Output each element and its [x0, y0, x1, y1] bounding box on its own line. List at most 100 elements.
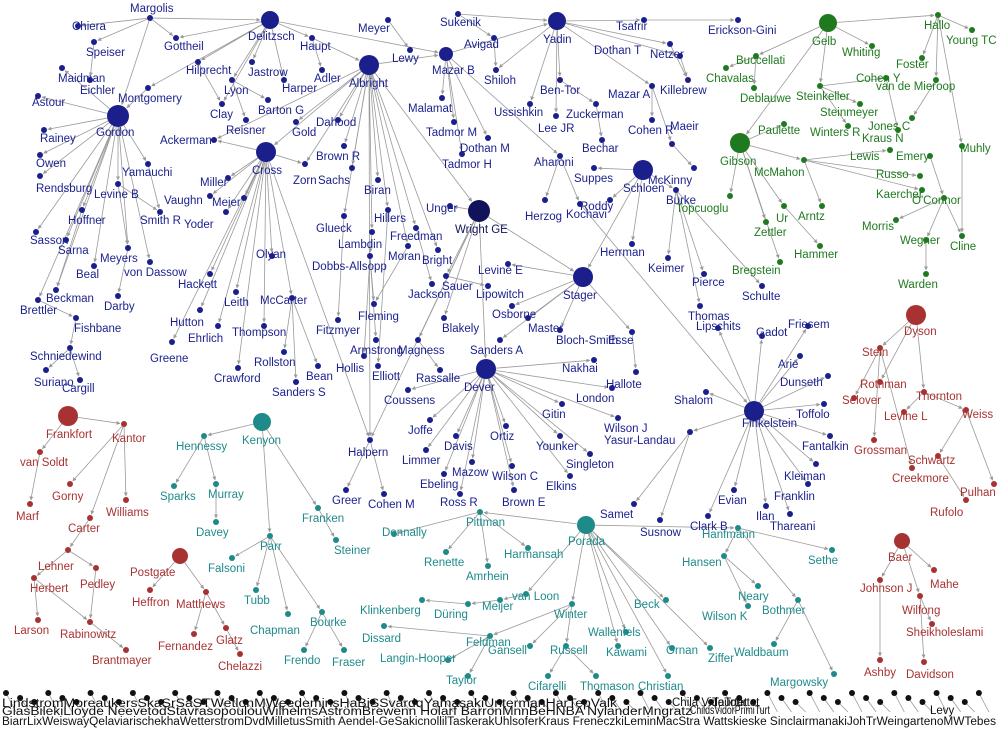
- node-dot-dothanm: [485, 135, 491, 141]
- node-dot-kleiman: [813, 461, 819, 467]
- node-label-renette: Renette: [424, 557, 464, 569]
- node-dot-wegner: [923, 237, 929, 243]
- edge-cross-crawford: [236, 161, 266, 365]
- node-label-hollis: Hollis: [336, 363, 364, 375]
- node-dot-warden: [923, 271, 929, 277]
- bottom-edge: [132, 692, 144, 713]
- edge-dever-singleton: [493, 375, 588, 452]
- node-thompson: Thompson: [232, 323, 286, 339]
- edge-yasurlandau-susnow: [660, 434, 690, 517]
- bottom-dot: [3, 690, 9, 696]
- node-label-foster: Foster: [896, 59, 929, 71]
- edge-bothmer-waldbaum: [775, 602, 797, 641]
- node-dot-blochsmith: [557, 327, 563, 333]
- node-herzog: Herzog: [525, 197, 562, 223]
- node-winter: Winter: [554, 601, 587, 621]
- edge-schloen-stager: [588, 178, 639, 268]
- bottom-edge: [174, 692, 186, 713]
- node-label-eichler: Eichler: [80, 85, 115, 97]
- node-label-beal: Beal: [76, 269, 99, 281]
- node-dot-elliott: [375, 363, 381, 369]
- node-dot-dobbsallsopp: [367, 253, 373, 259]
- node-reisner: Reisner: [226, 117, 266, 137]
- edge-wrightge-sauer: [447, 220, 475, 273]
- node-label-lambdin: Lambdin: [338, 239, 382, 251]
- node-steinmeyer: Steinmeyer: [820, 101, 878, 119]
- node-dot-marf: [27, 501, 33, 507]
- node-label-falsoni: Falsoni: [208, 563, 245, 575]
- edge-burke-keimer: [666, 192, 677, 255]
- node-dot-magness: [415, 337, 421, 343]
- edge-pittman-harmansah: [482, 513, 526, 546]
- bottom-edge: [428, 692, 440, 713]
- node-schwartz: Schwartz: [908, 453, 956, 467]
- node-oconnor: O'Connor: [912, 195, 961, 207]
- node-label-master: Master: [528, 323, 563, 335]
- node-thareani: Thareani: [770, 511, 815, 533]
- node-mcmahon: McMahon: [754, 157, 807, 179]
- node-label-lewis: Lewis: [850, 151, 880, 163]
- node-label-elkins: Elkins: [546, 481, 577, 493]
- node-pedley: Pedley: [80, 565, 115, 591]
- edge-glueck-fitzmyer: [336, 218, 345, 317]
- bottom-dot: [778, 695, 785, 701]
- node-dot-arie: [797, 353, 803, 359]
- bottom-dot: [609, 695, 616, 701]
- node-label-mahe: Mahe: [930, 579, 959, 591]
- edge-stager-osborne: [515, 280, 574, 305]
- node-browne: Brown E: [502, 487, 546, 509]
- node-label-bourke: Bourke: [310, 617, 346, 629]
- node-dot-aharoni: [557, 153, 563, 159]
- edge-gordon-hoffner: [82, 126, 115, 207]
- bottom-dot: [679, 690, 686, 696]
- node-label-margolis: Margolis: [130, 3, 174, 15]
- node-dot-williams: [123, 497, 129, 503]
- node-label-gorny: Gorny: [52, 491, 84, 503]
- node-label-shalom: Shalom: [674, 395, 713, 407]
- edge-postgate-matthews: [184, 562, 204, 590]
- node-mazow: Mazow: [452, 459, 489, 479]
- node-dot-rothman: [877, 379, 883, 385]
- node-label-rendsburg: Rendsburg: [36, 183, 92, 195]
- edge-schwartz-rufolo: [939, 458, 965, 497]
- node-label-kenyon: Kenyon: [242, 435, 281, 447]
- edge-hallo-muhly: [938, 17, 963, 143]
- edge-stein-selover: [855, 350, 879, 395]
- node-label-matthews: Matthews: [176, 599, 225, 611]
- node-dot-selover: [851, 395, 857, 401]
- node-label-zettler: Zettler: [754, 227, 787, 239]
- node-dot-netzer: [667, 41, 673, 47]
- edge-aharoni-herzog: [545, 158, 560, 197]
- node-olyan: Olyan: [256, 249, 286, 261]
- node-dot-winter: [569, 601, 575, 607]
- node-label-schwartz: Schwartz: [908, 455, 956, 467]
- node-label-chapman: Chapman: [250, 625, 300, 637]
- node-label-krausn: Kraus N: [862, 133, 904, 145]
- node-label-hansen: Hansen: [682, 557, 722, 569]
- node-neary: Neary: [738, 583, 769, 603]
- node-sarna: Sarna: [58, 237, 89, 257]
- node-label-yadin: Yadin: [543, 34, 572, 46]
- node-dot-thornton: [921, 389, 927, 395]
- node-dot-christian: [665, 673, 671, 679]
- edge-parr-falsoni: [235, 537, 268, 557]
- node-levinee: Levine E: [478, 261, 523, 277]
- node-schulte: Schulte: [742, 283, 780, 303]
- node-label-keimer: Keimer: [648, 263, 685, 275]
- edge-weiss-schwartz: [939, 412, 965, 453]
- node-label-pedley: Pedley: [80, 579, 115, 591]
- node-dot-sachs: [349, 165, 355, 171]
- node-dot-zuckerman: [593, 101, 599, 107]
- node-label-porada: Porada: [568, 536, 606, 548]
- node-kawami: Kawami: [606, 643, 647, 659]
- edge-oconnor-morris: [899, 198, 942, 219]
- edge-leviner-meyers: [118, 186, 129, 245]
- node-dot-ebeling: [441, 471, 447, 477]
- node-franken: Franken: [302, 505, 344, 525]
- node-dot-fraser: [341, 647, 347, 653]
- node-dot-schwartz: [935, 453, 941, 459]
- bottom-dot: [299, 690, 306, 696]
- node-label-leejr: Lee JR: [538, 123, 574, 135]
- node-label-gold: Gold: [292, 127, 316, 139]
- node-label-dothant: Dothan T: [594, 45, 641, 57]
